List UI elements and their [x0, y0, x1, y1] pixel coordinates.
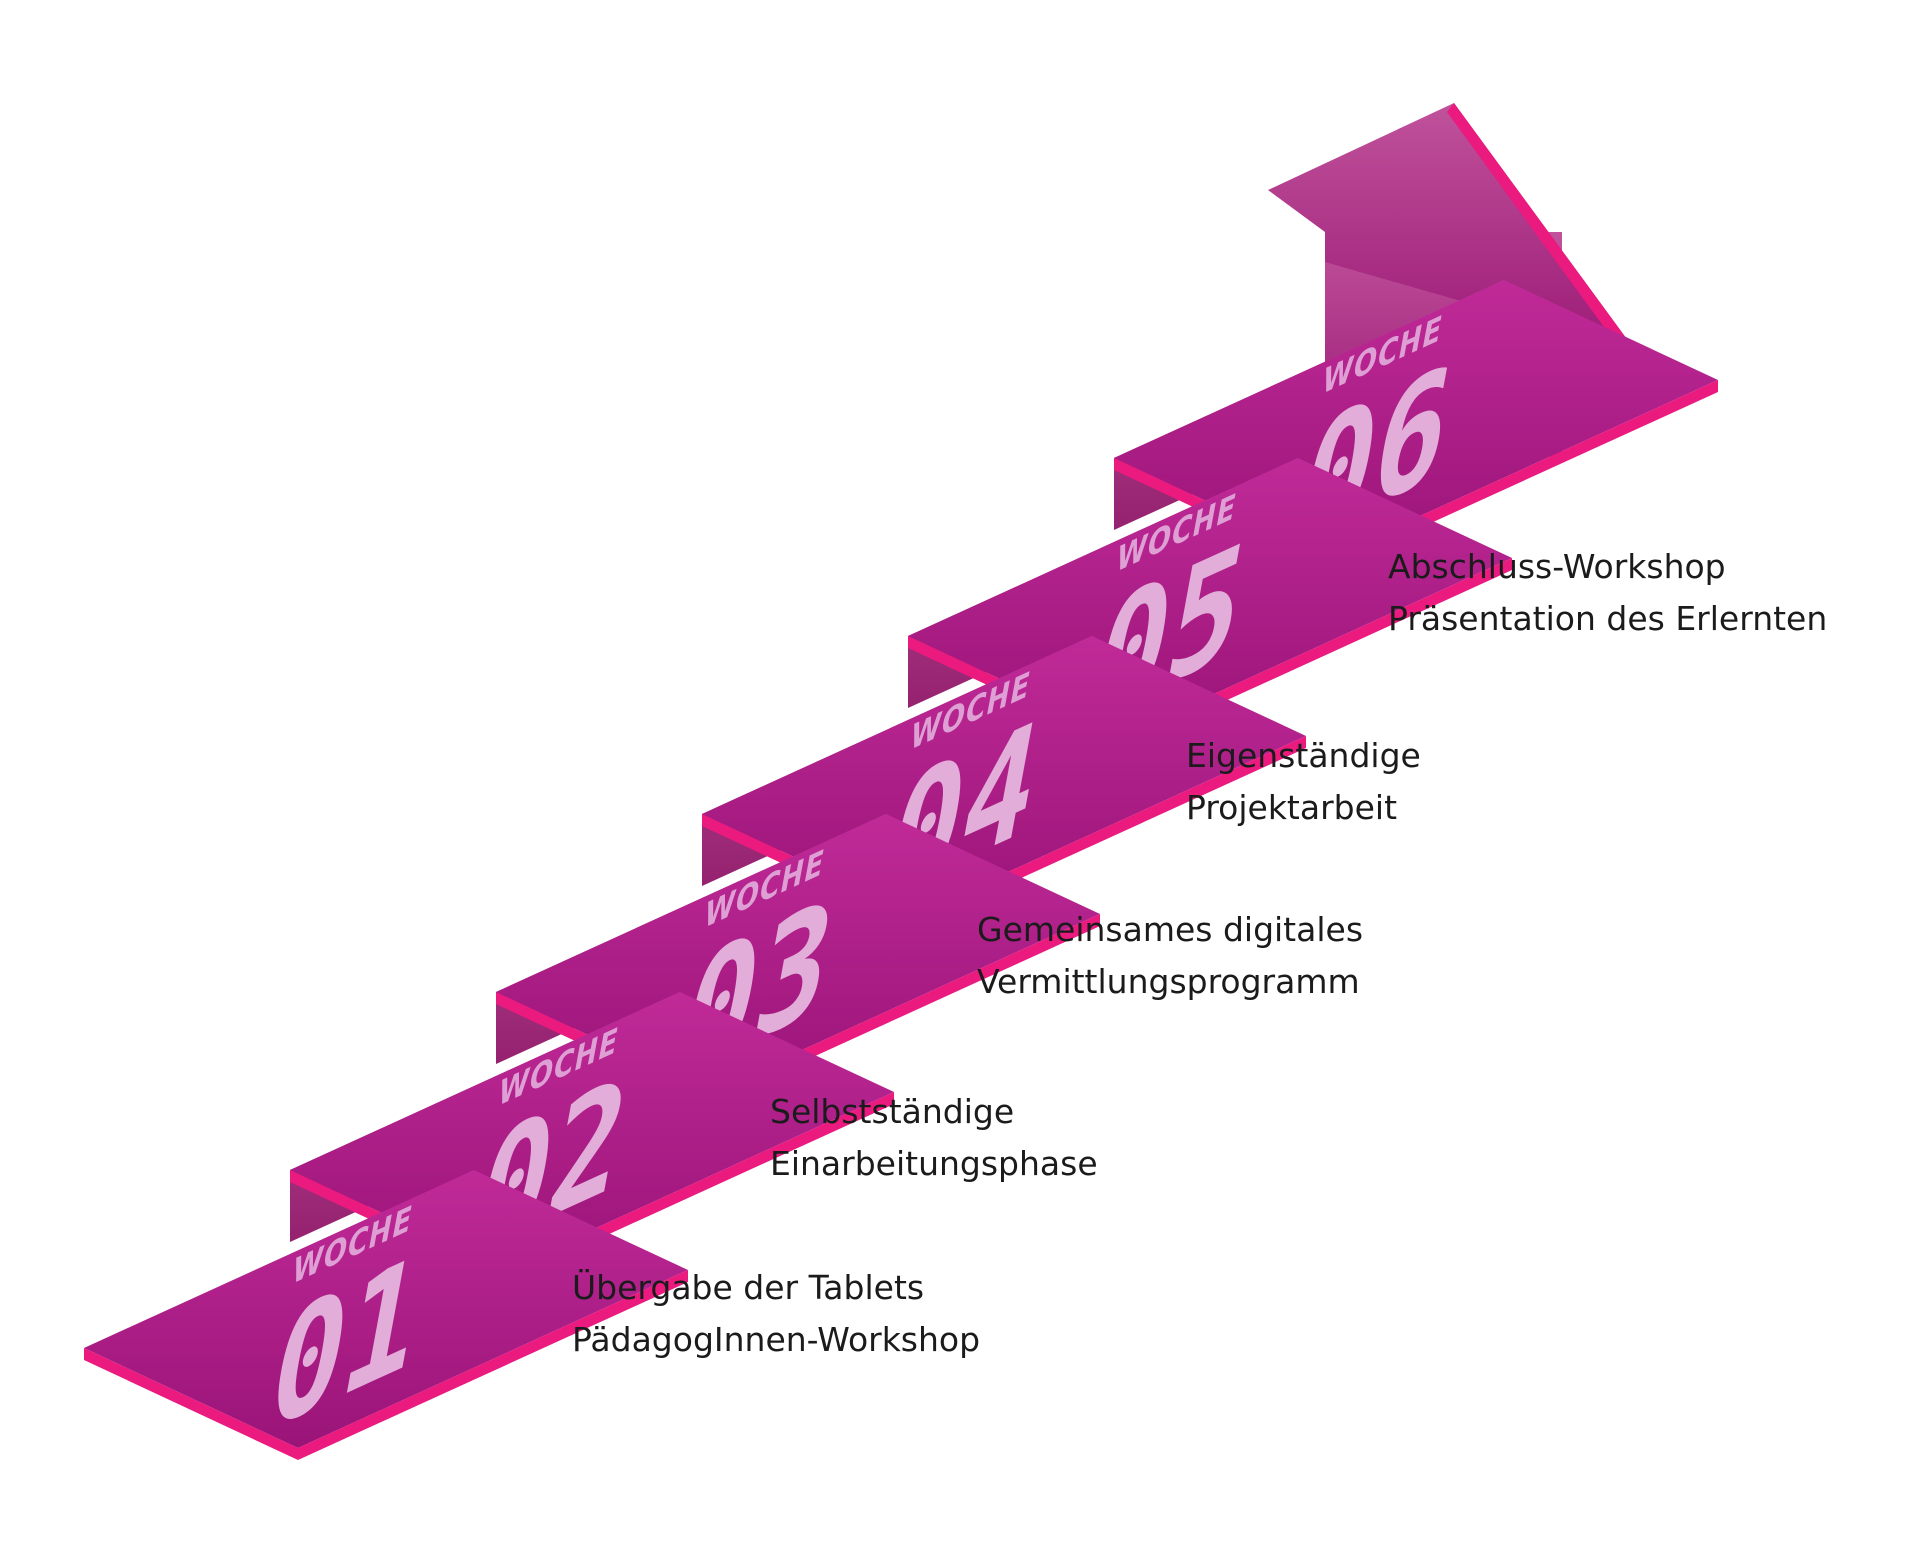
step-1-side-edge: [84, 1348, 298, 1460]
step-caption-2: Selbstständige Einarbeitungsphase: [770, 1086, 1098, 1190]
step-caption-3-line-2: Vermittlungsprogramm: [977, 962, 1360, 1001]
step-caption-5-line-2: Präsentation des Erlernten: [1388, 599, 1828, 638]
step-1-tread: [84, 1170, 688, 1448]
step-caption-1-line-1: Übergabe der Tablets: [572, 1268, 925, 1307]
step-caption-3: Gemeinsames digitales Vermittlungsprogra…: [977, 904, 1363, 1008]
steps-group: WOCHE06WOCHE05WOCHE04WOCHE03WOCHE02WOCHE…: [84, 280, 1718, 1469]
step-caption-4-line-1: Eigenständige: [1186, 736, 1421, 775]
step-caption-3-line-1: Gemeinsames digitales: [977, 910, 1364, 949]
step-caption-5-line-1: Abschluss-Workshop: [1388, 547, 1726, 586]
step-caption-2-line-2: Einarbeitungsphase: [770, 1144, 1098, 1183]
arrow-head: [1268, 103, 1640, 357]
step-caption-2-line-1: Selbstständige: [770, 1092, 1015, 1131]
step-caption-5: Abschluss-Workshop Präsentation des Erle…: [1388, 541, 1827, 645]
step-caption-4-line-2: Projektarbeit: [1186, 788, 1398, 827]
step-caption-1: Übergabe der Tablets PädagogInnen-Worksh…: [572, 1262, 980, 1366]
step-caption-4: Eigenständige Projektarbeit: [1186, 730, 1421, 834]
step-1-front-edge: [298, 1270, 688, 1460]
arrow-edge: [1447, 103, 1640, 360]
step-caption-1-line-2: PädagogInnen-Workshop: [572, 1320, 981, 1359]
